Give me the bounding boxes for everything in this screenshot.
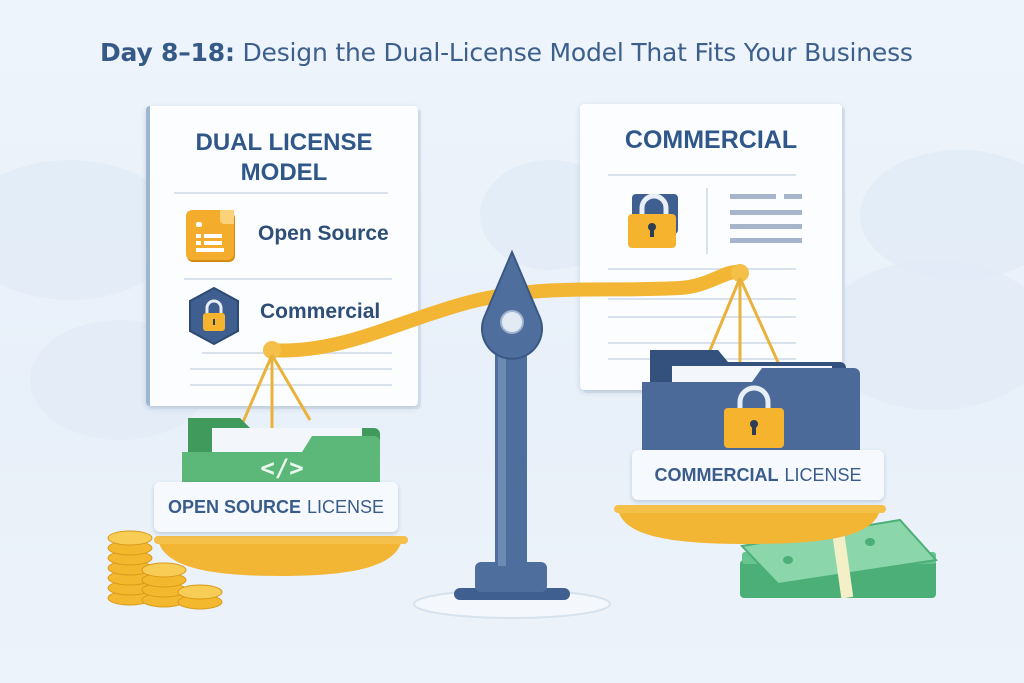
text-line [730,238,802,243]
background-cloud [860,150,1024,280]
text-line [730,224,802,229]
commercial-license-label: COMMERCIAL LICENSE [632,450,884,500]
title-text: Design the Dual-License Model That Fits … [242,38,913,67]
code-brackets-icon: </> [260,454,303,482]
divider [190,368,392,370]
padlock-icon [628,193,678,248]
label-bold: OPEN SOURCE [167,496,301,517]
label-light: LICENSE [784,464,862,485]
divider [706,188,708,254]
text-line [730,210,802,215]
label-bold: COMMERCIAL [654,464,779,485]
title-line-2: MODEL [240,159,328,186]
commercial-document: COMMERCIAL [580,104,842,390]
open-source-label: Open Source [258,222,389,245]
divider [608,342,796,344]
padlock-shield-icon [189,286,239,346]
title-day-range: Day 8–18: [100,38,235,67]
divider [608,316,796,318]
divider [608,268,796,270]
dual-license-title: DUAL LICENSE MODEL [150,128,418,188]
document-list-icon [186,210,234,260]
divider [608,174,796,176]
label-light: LICENSE [307,496,385,517]
text-line [784,194,802,199]
divider [608,298,796,300]
commercial-label: Commercial [260,300,381,323]
divider [174,192,388,194]
title-line-1: DUAL LICENSE [195,129,373,156]
commercial-title: COMMERCIAL [624,126,798,154]
text-line [730,194,776,199]
page-title: Day 8–18: Design the Dual-License Model … [100,38,913,67]
divider [184,278,392,280]
open-source-license-label: OPEN SOURCE LICENSE [154,482,398,532]
